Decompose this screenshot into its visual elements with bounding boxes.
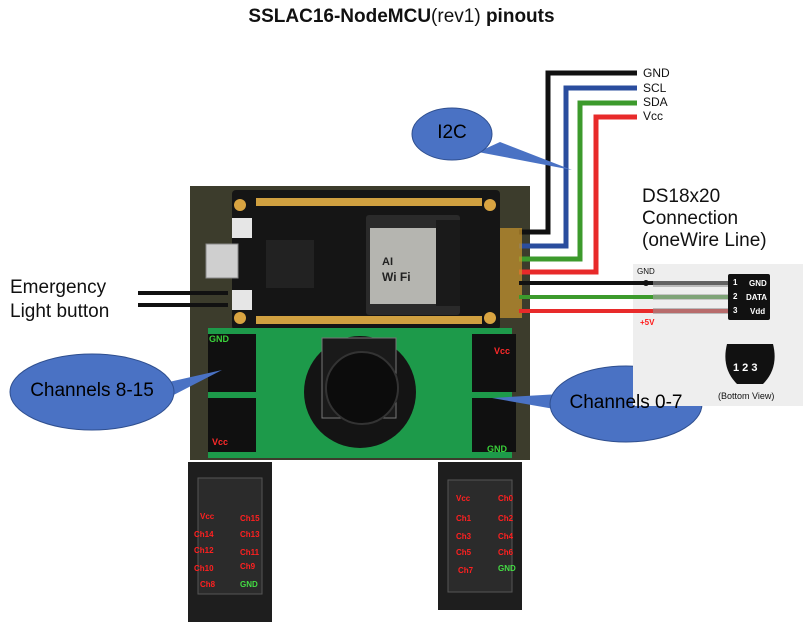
esp-module [366,215,460,315]
right-conn-r2-l: Ch3 [456,532,471,542]
top-header-pins [256,198,482,206]
ds18x20-bottom-numbers: 1 2 3 [733,362,757,374]
i2c-wire-sda [519,103,637,259]
right-conn-r1-l: Ch1 [456,514,471,524]
right-conn-r4-r: GND [498,564,516,574]
right-conn-r0-l: Vcc [456,494,470,504]
esp-ai-text: AI [382,256,393,268]
esp-antenna [436,220,460,306]
left-conn-r2-r: Ch11 [240,548,259,558]
ds18x20-pin-2-num: 2 [733,292,737,301]
i2c-label-vcc: Vcc [643,109,663,123]
mount-hole-2 [484,199,496,211]
ds18x20-bottom-view: (Bottom View) [718,391,774,401]
esp-wifi-text: Wi Fi [382,270,411,284]
ds18x20-pin-3-name: Vdd [750,307,765,316]
pcb-right-vcc: Vcc [494,346,510,357]
mount-hole-3 [234,312,246,324]
flash-button [232,290,252,310]
emergency-label-line-2: Light button [10,300,109,324]
left-conn-r3-l: Ch10 [194,564,214,574]
i2c-label-scl: SCL [643,81,666,95]
cp2102-chip [266,240,314,288]
nodemcu-board [232,190,500,330]
left-conn-r0-l: Vcc [200,512,214,522]
ds18x20-plus-label: +5V [640,318,654,327]
reset-button [232,218,252,238]
right-conn-r2-r: Ch4 [498,532,513,542]
emergency-label: Emergency Light button [10,276,109,324]
right-pin-stubs [500,228,522,318]
right-conn-r0-r: Ch0 [498,494,513,504]
left-bubble-text: Channels 8-15 [14,380,170,402]
title-rev: (rev1) [431,6,481,27]
coin-cell-clip [322,338,396,418]
right-conn-r3-l: Ch5 [456,548,471,558]
page-title: SSLAC16-NodeMCU(rev1) pinouts [0,6,803,28]
right-connector-top [472,334,516,392]
right-conn-r1-r: Ch2 [498,514,513,524]
ds18x20-pin-2-name: DATA [746,293,767,302]
coin-cell-holder [304,336,416,448]
ds18x20-title-line-1: DS18x20 [642,186,767,208]
left-conn-r4-l: Ch8 [200,580,215,590]
title-suffix: pinouts [481,6,555,27]
ds18x20-title-line-3: (oneWire Line) [642,230,767,252]
esp-shield [370,228,436,304]
ds18x20-pin-3-num: 3 [733,306,737,315]
left-ribbon-connector [188,462,272,622]
i2c-wire-scl [519,88,637,246]
ds18x20-gnd-label: GND [637,267,655,276]
left-conn-r2-l: Ch12 [194,546,214,556]
left-conn-r4-r: GND [240,580,258,590]
coin-cell [326,352,398,424]
pcb-right-gnd: GND [487,444,507,455]
ds18x20-pin-1-num: 1 [733,278,737,287]
usb-port [206,244,238,278]
left-conn-r3-r: Ch9 [240,562,255,572]
pcb-left-gnd: GND [209,334,229,345]
left-conn-r1-r: Ch13 [240,530,260,540]
left-conn-r1-l: Ch14 [194,530,214,540]
right-bubble-text: Channels 0-7 [550,392,702,414]
ds18x20-title: DS18x20 Connection (oneWire Line) [642,186,767,252]
i2c-wire-gnd [519,73,637,232]
mount-hole-4 [484,312,496,324]
right-conn-r4-l: Ch7 [458,566,473,576]
title-main: SSLAC16-NodeMCU [248,6,431,27]
i2c-bubble-tail [478,142,572,170]
left-conn-r0-r: Ch15 [240,514,260,524]
ds18x20-diagram [633,264,803,406]
ds18x20-title-line-2: Connection [642,208,767,230]
right-conn-r3-r: Ch6 [498,548,513,558]
i2c-label-gnd: GND [643,66,670,80]
pcb-left-vcc: Vcc [212,437,228,448]
board-background [190,186,530,460]
i2c-wire-vcc [519,117,637,272]
emergency-label-line-1: Emergency [10,276,109,300]
mount-hole-1 [234,199,246,211]
i2c-label-sda: SDA [643,95,668,109]
i2c-bubble-text: I2C [412,122,492,144]
bottom-header-pins [256,316,482,324]
ds18x20-pin-1-name: GND [749,279,767,288]
green-pcb [208,328,512,458]
